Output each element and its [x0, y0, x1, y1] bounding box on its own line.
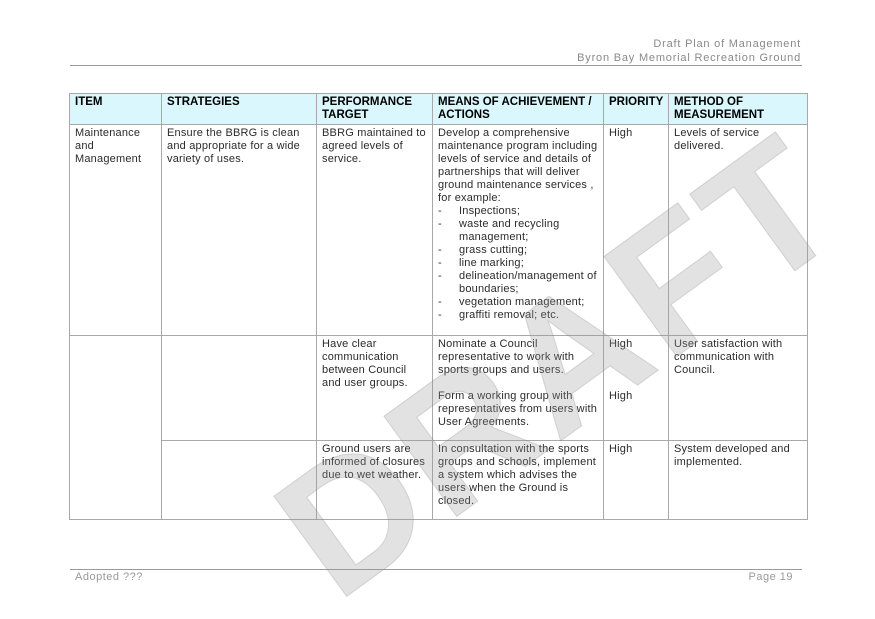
plan-table: ITEM STRATEGIES PERFORMANCE TARGET MEANS…	[69, 93, 808, 520]
list-item: grass cutting;	[438, 244, 598, 257]
cell-measurement: Levels of service delivered.	[668, 124, 808, 336]
list-item: vegetation management;	[438, 296, 598, 309]
cell-strategy	[161, 440, 317, 520]
column-header-measurement: METHOD OF MEASUREMENT	[668, 93, 808, 125]
cell-target: Ground users are informed of closures du…	[316, 440, 433, 520]
column-header-item: ITEM	[69, 93, 162, 125]
column-header-priority: PRIORITY	[603, 93, 669, 125]
table-row: Have clear communication between Council…	[69, 335, 808, 520]
table-row: Ground users are informed of closures du…	[70, 440, 808, 520]
table-row: Maintenance and Management Ensure the BB…	[69, 124, 808, 336]
list-item: graffiti removal; etc.	[438, 309, 598, 322]
cell-priority: High High	[603, 335, 669, 441]
means-item: Nominate a Council representative to wor…	[438, 338, 575, 376]
means-item: Form a working group with representative…	[438, 390, 598, 428]
cell-means: Nominate a Council representative to wor…	[432, 335, 604, 441]
cell-item	[69, 335, 162, 520]
cell-measurement: User satisfaction with communication wit…	[668, 335, 808, 441]
list-item: waste and recycling management;	[438, 218, 598, 244]
cell-priority: High	[603, 124, 669, 336]
header-title: Draft Plan of Management	[653, 38, 801, 50]
cell-means: Develop a comprehensive maintenance prog…	[432, 124, 604, 336]
footer-page-number: Page 19	[748, 571, 793, 583]
header-subtitle: Byron Bay Memorial Recreation Ground	[577, 52, 801, 64]
list-item: Inspections;	[438, 205, 598, 218]
means-list: Inspections; waste and recycling managem…	[438, 205, 598, 322]
means-intro: Develop a comprehensive maintenance prog…	[438, 127, 598, 204]
priority-value: High	[609, 338, 633, 350]
cell-item: Maintenance and Management	[69, 124, 162, 336]
cell-target: Have clear communication between Council…	[316, 335, 433, 441]
cell-strategy	[161, 335, 317, 441]
cell-strategy: Ensure the BBRG is clean and appropriate…	[161, 124, 317, 336]
cell-priority: High	[603, 440, 669, 520]
footer-adopted: Adopted ???	[75, 571, 143, 583]
column-header-strategies: STRATEGIES	[161, 93, 317, 125]
priority-value: High	[609, 390, 633, 402]
footer-rule	[70, 569, 802, 570]
list-item: delineation/management of boundaries;	[438, 270, 598, 296]
list-item: line marking;	[438, 257, 598, 270]
cell-means: In consultation with the sports groups a…	[432, 440, 604, 520]
cell-target: BBRG maintained to agreed levels of serv…	[316, 124, 433, 336]
column-header-performance-target: PERFORMANCE TARGET	[316, 93, 433, 125]
page-header: Draft Plan of Management Byron Bay Memor…	[577, 37, 801, 65]
header-rule	[70, 65, 802, 66]
cell-measurement: System developed and implemented.	[668, 440, 808, 520]
table-header-row: ITEM STRATEGIES PERFORMANCE TARGET MEANS…	[69, 93, 808, 125]
column-header-means: MEANS OF ACHIEVEMENT / ACTIONS	[432, 93, 604, 125]
